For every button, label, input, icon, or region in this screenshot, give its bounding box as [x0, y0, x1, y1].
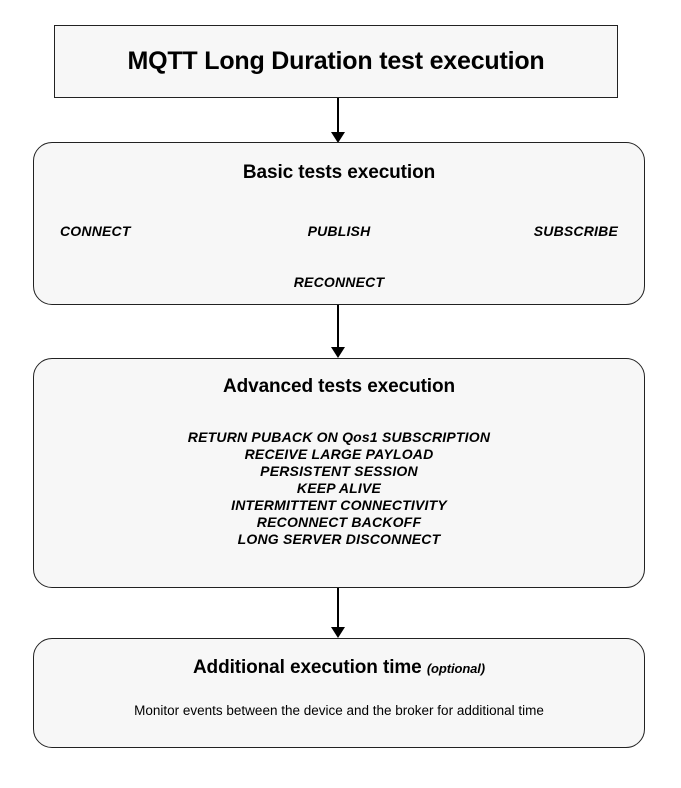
- node-basic-tests: Basic tests execution CONNECT PUBLISH SU…: [33, 142, 645, 305]
- additional-time-heading: Additional execution time (optional): [34, 657, 644, 679]
- arrow-shaft: [337, 98, 339, 133]
- list-item: RETURN PUBACK ON Qos1 SUBSCRIPTION: [187, 429, 491, 445]
- additional-time-heading-text: Additional execution time: [192, 657, 422, 678]
- advanced-tests-heading: Advanced tests execution: [222, 376, 455, 397]
- basic-test-subscribe: SUBSCRIBE: [533, 223, 618, 239]
- arrow-shaft: [337, 305, 339, 348]
- list-item: RECONNECT BACKOFF: [256, 514, 422, 530]
- page-title: MQTT Long Duration test execution: [127, 47, 545, 75]
- basic-tests-row: CONNECT PUBLISH SUBSCRIBE: [34, 223, 644, 239]
- arrow-shaft: [337, 588, 339, 628]
- optional-tag: (optional): [426, 661, 486, 676]
- basic-test-connect: CONNECT: [60, 223, 131, 239]
- node-additional-time: Additional execution time (optional) Mon…: [33, 638, 645, 748]
- advanced-tests-list: RETURN PUBACK ON Qos1 SUBSCRIPTION RECEI…: [34, 429, 644, 548]
- list-item: RECEIVE LARGE PAYLOAD: [244, 446, 434, 462]
- list-item: KEEP ALIVE: [296, 480, 382, 496]
- basic-tests-heading: Basic tests execution: [242, 162, 436, 183]
- additional-time-description: Monitor events between the device and th…: [134, 703, 544, 718]
- node-title: MQTT Long Duration test execution: [54, 25, 618, 98]
- arrow-head-icon: [331, 347, 345, 358]
- list-item: PERSISTENT SESSION: [260, 463, 418, 479]
- list-item: LONG SERVER DISCONNECT: [237, 531, 441, 547]
- basic-test-reconnect: RECONNECT: [293, 274, 385, 290]
- node-advanced-tests: Advanced tests execution RETURN PUBACK O…: [33, 358, 645, 588]
- arrow-head-icon: [331, 132, 345, 143]
- list-item: INTERMITTENT CONNECTIVITY: [231, 497, 447, 513]
- basic-test-publish: PUBLISH: [307, 223, 371, 239]
- arrow-head-icon: [331, 627, 345, 638]
